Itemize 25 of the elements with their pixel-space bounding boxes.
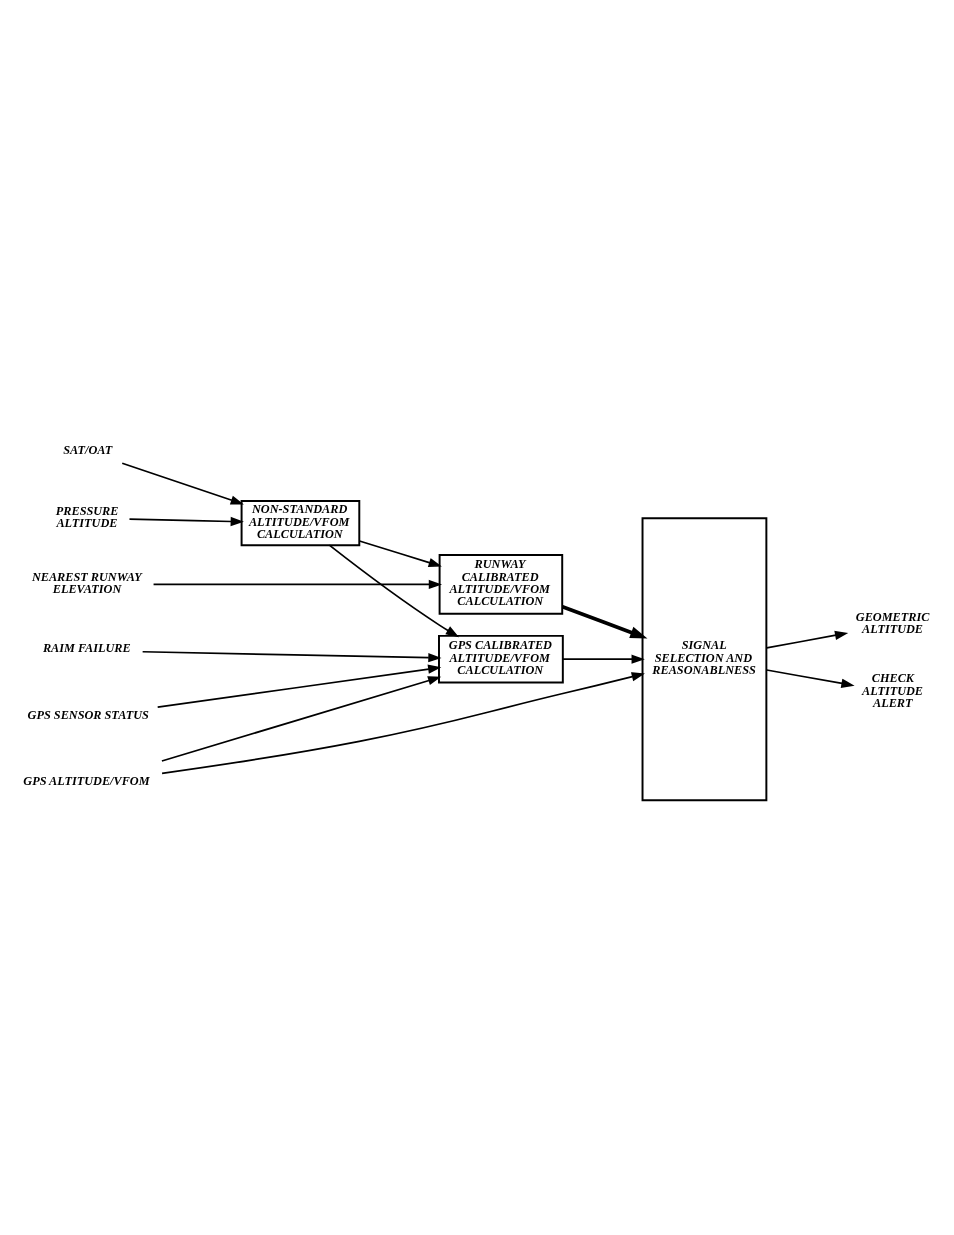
arrow [161,676,442,762]
node-text: CHECK ALTITUDE ALERT [862,671,924,711]
arrow [561,605,648,639]
arrow [156,664,442,709]
arrow [141,650,442,663]
node-text: PRESSURE ALTITUDE [55,503,119,530]
arrow [128,516,244,527]
arrow [161,672,645,775]
arrow [152,579,443,590]
node-text: GPS SENSOR STATUS [27,707,149,722]
arrow [562,654,645,664]
node-text: GEOMETRIC ALTITUDE [855,610,930,637]
node-box: NON-STANDARD ALTITUDE/VFOM CALCULATION [240,500,361,547]
arrow [765,630,849,649]
node-text: NEAREST RUNWAY ELEVATION [31,569,142,596]
arrow [121,462,244,505]
node-box: SIGNAL SELECTION AND REASONABLNESS [641,517,768,802]
arrow [765,669,855,688]
node-box: GPS CALIBRATED ALTITUDE/VFOM CALCULATION [438,634,564,684]
node-box: RUNWAY CALIBRATED ALTITUDE/VFOM CALCULATION [438,554,564,615]
node-text: RAIM FAILURE [42,641,131,656]
arrow [358,540,442,567]
arrow [328,544,460,638]
node-text: GPS ALTITUDE/VFOM [23,773,150,788]
node-text: SAT/OAT [63,442,113,457]
